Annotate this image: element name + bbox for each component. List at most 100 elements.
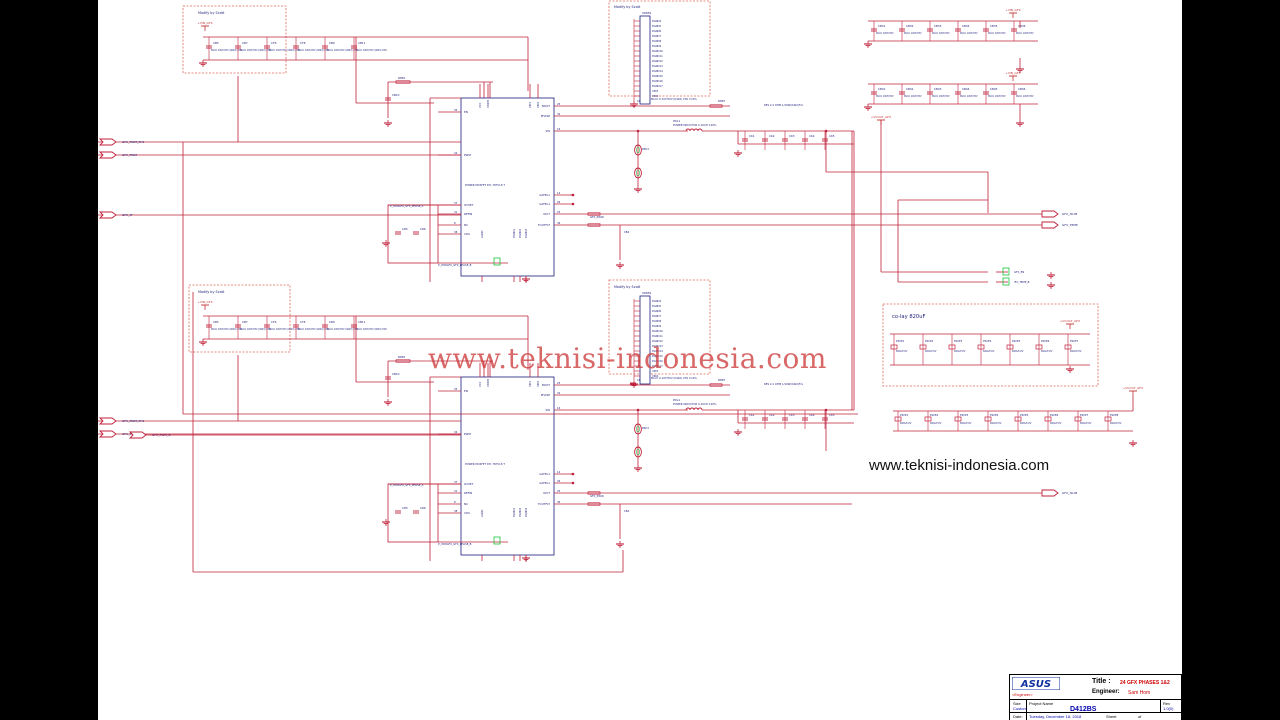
capacitor-icon (871, 91, 877, 95)
ferrite-icon (634, 144, 642, 156)
connector-pin: PGND16 (652, 79, 663, 83)
junction-dot (571, 193, 575, 197)
capacitor-icon (1014, 416, 1022, 422)
date-value: Tuesday, December 18, 2018 (1029, 714, 1082, 719)
ground-icon (522, 555, 530, 562)
test-point-icon (1002, 267, 1010, 276)
test-point-icon (493, 257, 501, 266)
offpage-shape (128, 431, 147, 439)
connector-pin: PGND17 (652, 84, 663, 88)
res-ref: R887 (718, 378, 726, 382)
ic-pin-number: 34 (454, 430, 458, 434)
part-value: MLCC 0.1UF/50V (0402) X7R ±10% (651, 376, 697, 380)
cap-ref: CK4 (809, 413, 815, 417)
power-net-label: +VIN_GFX (197, 21, 212, 25)
capacitor-icon (782, 417, 788, 421)
cap-value: 820uF/2V (1070, 350, 1082, 353)
ic-pin-name: PGND1 (512, 228, 516, 238)
cap-ref: CB41 (878, 87, 886, 91)
ground-icon (522, 276, 530, 283)
ic-pin-name: NC (464, 502, 468, 506)
ic-pin-name: LGND (480, 231, 484, 238)
inductor-coil (689, 128, 695, 132)
capacitor-icon (919, 344, 927, 350)
cap-ref: CB42 (906, 87, 914, 91)
power-net-label: +VIN_GFX (1005, 8, 1020, 12)
cap-ref: PSCE7 (1070, 339, 1079, 343)
cap-ref: CB31 (878, 24, 886, 28)
ic-pin-number: 36 (557, 500, 561, 504)
cap-ref: PSCE4 (983, 339, 992, 343)
ic-pin-name: REFIN (464, 212, 472, 216)
inductor-ref: PDL1 (673, 119, 680, 123)
cap-value: MLCC 10UF/25V (0603) X5R (356, 328, 387, 331)
svg-text:ASUS: ASUS (1020, 679, 1051, 690)
connector-pin: PGND12 (652, 59, 663, 63)
ic-pin-name: TOUTFLT (537, 223, 550, 227)
capacitor-icon (413, 231, 419, 235)
connector-pin: PGND9 (652, 324, 662, 328)
ic-pin-number: 37 (454, 480, 458, 484)
cap-value: MLCC 10UF/25V (0603) X5R (327, 328, 358, 331)
connector-pin: PGND7 (652, 34, 662, 38)
ic-pin-name: VOS (464, 511, 470, 515)
offpage-connector-icon (1041, 221, 1059, 229)
connector-pin: PGND10 (652, 329, 663, 333)
connector-pin: PGND6 (652, 309, 662, 313)
inductor-icon (685, 128, 703, 132)
part-ref: CB4 (624, 509, 630, 513)
cap-value: MLCC 10UF/25V (876, 95, 894, 98)
resistor-icon (709, 383, 723, 387)
capacitor-icon (1104, 416, 1112, 422)
power-net-label: +VIN_GFX (197, 300, 212, 304)
net-label: P_VDDGFX_GFX_PHASE_B (438, 263, 472, 267)
cap-ref: CT8 (300, 320, 306, 324)
ferrite-core (636, 169, 640, 177)
power-flag-icon (1066, 323, 1074, 329)
cap-ref: CB34 (962, 24, 970, 28)
resistor-icon (587, 491, 601, 495)
ferrite-core (636, 448, 640, 456)
part-ref: PRD1 (642, 147, 649, 151)
capacitor-icon (955, 28, 961, 32)
capacitor-icon (871, 28, 877, 32)
connector-pin: PGND9 (652, 44, 662, 48)
inductor-ref: PDL1 (673, 398, 680, 402)
cap-ref: PSCE7 (1080, 413, 1089, 417)
ic-pin-name: VIN1 (528, 381, 532, 387)
cap-value: MLCC 10UF/25V (0603) X5R (269, 49, 300, 52)
ic-pin-number: 37 (454, 201, 458, 205)
offpage-shape (98, 138, 117, 146)
ic-pin-name: VIN1 (528, 102, 532, 108)
ic-pin-name: VCC (478, 381, 482, 387)
cap-value: MLCC 10UF/25V (960, 95, 978, 98)
title-divider (1026, 699, 1027, 720)
ic-pin-name: GATEL1 (539, 472, 550, 476)
ic-pin-number: 32 (557, 391, 561, 395)
resistor-icon (395, 80, 411, 84)
capacitor-icon (264, 45, 270, 49)
power-flag-icon (201, 25, 209, 31)
ground-icon (1129, 440, 1137, 447)
cap-ref: PSCE6 (1041, 339, 1050, 343)
inductor-coil (693, 128, 699, 132)
capacitor-icon (822, 138, 828, 142)
ic-pin-number: 25 (557, 381, 561, 385)
cap-value: MLCC 10UF/25V (0603) X5R (327, 49, 358, 52)
ic-pin-number: 26 (557, 200, 561, 204)
capacitor-icon (802, 417, 808, 421)
cap-ref: CR6 (420, 506, 426, 510)
cap-value: 820uF/2V (990, 422, 1002, 425)
ic-pin-name: PGND3 (524, 507, 528, 517)
cap-ref: CB43 (934, 87, 942, 91)
sheet-of-label: of (1138, 714, 1142, 719)
ferrite-core (636, 425, 640, 433)
cap-value: 820uF/2V (1012, 350, 1024, 353)
size-value: Custom (1013, 706, 1027, 711)
cap-ref: PSCE2 (925, 339, 934, 343)
net-label: P_VDDGFX_GFX_PHASE_A (390, 204, 424, 208)
ic-pin-name: EN (464, 110, 468, 114)
ic-pin-name: OCSET (464, 482, 474, 486)
capacitor-icon (395, 231, 401, 235)
